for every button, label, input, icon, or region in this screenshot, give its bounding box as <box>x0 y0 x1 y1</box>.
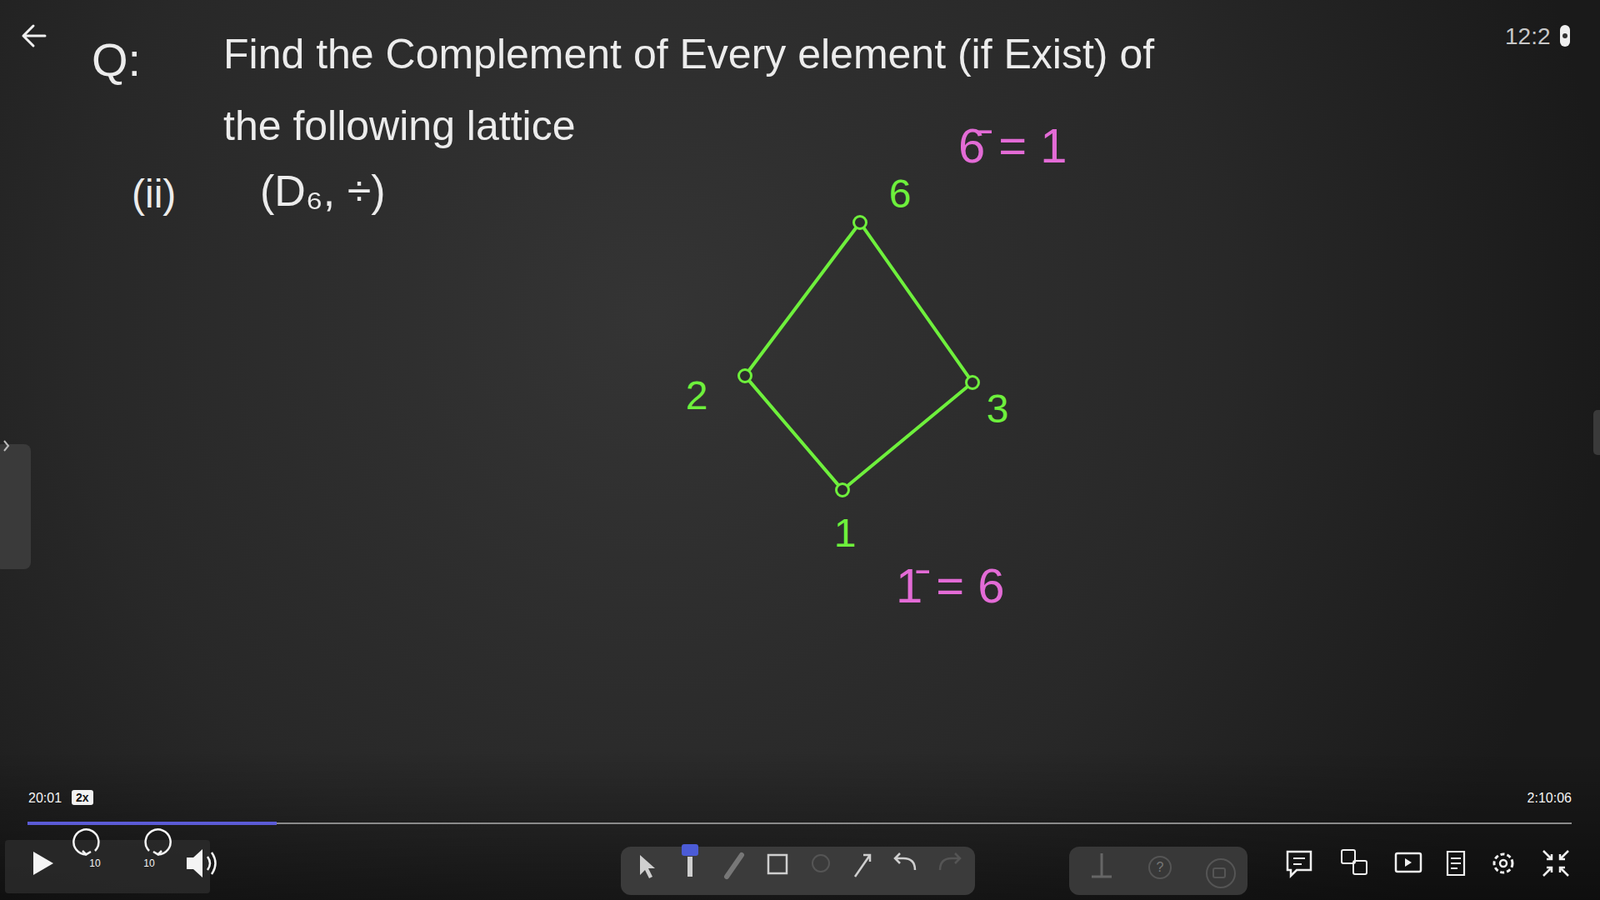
screen-play <box>1405 858 1412 867</box>
redo-icon <box>940 853 960 870</box>
element-label: 3 <box>986 389 1010 430</box>
help-mark: ? <box>1156 860 1165 875</box>
speaker-waves <box>207 852 216 875</box>
skip-seconds: 10 <box>143 858 155 870</box>
forward-arrowhead <box>153 850 162 855</box>
chat-icon <box>1287 851 1311 876</box>
toolbar <box>620 846 975 895</box>
screen-icon <box>1395 853 1421 872</box>
complement-note: 1̄ = 6 <box>895 558 1005 615</box>
skip-seconds: 10 <box>89 858 100 870</box>
forward-icon <box>145 829 171 855</box>
camera-bubble <box>1206 859 1235 888</box>
control-panel <box>5 840 210 894</box>
progress-played <box>27 821 277 825</box>
eraser-tool <box>726 855 742 877</box>
progress-track <box>27 822 1572 825</box>
arrow-tool <box>855 855 870 877</box>
lattice-point: 2 <box>737 368 753 384</box>
speed-badge: 2x <box>71 790 94 805</box>
lattice-point: 1 <box>835 482 850 498</box>
lattice-point: 3 <box>965 375 980 390</box>
laser-tool <box>812 855 830 872</box>
speaker-icon <box>186 849 203 878</box>
rewind-icon <box>73 829 99 855</box>
side-chevron <box>4 440 9 451</box>
play-icon <box>33 851 54 875</box>
help-icon <box>1149 856 1171 879</box>
element-label: 6 <box>889 174 912 215</box>
status-pill <box>1560 25 1570 47</box>
translate-icon <box>1353 860 1367 875</box>
cursor-tool <box>640 855 655 879</box>
chat-lines <box>1293 858 1305 865</box>
gear-icon <box>1494 854 1513 873</box>
element-label: 1 <box>834 513 857 554</box>
notes-icon <box>1447 851 1465 875</box>
element-label: 2 <box>685 375 709 416</box>
shape-tool <box>768 855 787 874</box>
elapsed-time: 20:01 <box>28 790 62 806</box>
pen-tool <box>687 856 693 877</box>
part-number: (ii) <box>131 170 176 217</box>
lattice-name: (D₆, ÷) <box>260 166 386 217</box>
question-mark: Q: <box>91 33 141 87</box>
pen-tool-highlight <box>681 844 699 856</box>
player-shade <box>0 750 1600 900</box>
back-arrow <box>23 25 45 46</box>
status-pill-dot <box>1562 33 1568 39</box>
gear-hub <box>1500 860 1507 867</box>
side-tab <box>1593 410 1600 455</box>
side-tab <box>0 444 31 570</box>
toolbar <box>1069 846 1248 895</box>
rewind-arrowhead <box>82 850 91 855</box>
hasse-edge <box>848 387 967 486</box>
hasse-edge <box>750 381 838 485</box>
complement-note: 6̄ = 1 <box>958 118 1068 175</box>
hasse-edge <box>749 228 855 370</box>
clock-time: 12:2 <box>1505 23 1551 50</box>
lattice-point: 6 <box>852 215 868 230</box>
total-time: 2:10:06 <box>1527 790 1572 806</box>
hasse-edge <box>864 228 969 376</box>
stand-icon <box>1091 853 1112 877</box>
camera-icon <box>1213 868 1225 878</box>
collapse-icon <box>1543 850 1569 876</box>
undo-icon <box>895 853 915 870</box>
